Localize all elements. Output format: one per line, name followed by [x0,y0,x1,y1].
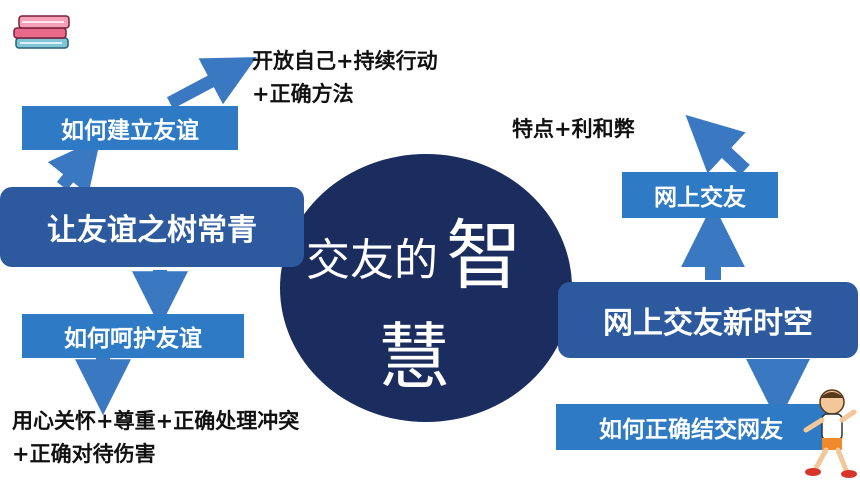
left-main-topic-box: 让友谊之树常青 [0,187,304,267]
protect-friendship-box: 如何呵护友谊 [22,314,244,358]
online-friends-note: 特点+利和弊 [512,117,635,141]
right-main-topic-box: 网上交友新时空 [558,282,858,358]
books-icon [13,15,70,49]
center-title-big-char: 智 [446,211,522,300]
build-friendship-box: 如何建立友谊 [22,106,238,150]
arrow-to-build [47,137,101,195]
center-title-line1: 交友的 [306,235,438,286]
running-kid-icon [803,389,857,478]
center-title-line2: 慧 [378,315,451,399]
build-friendship-note-line2: +正确方法 [252,82,354,106]
online-friends-how-box: 如何正确结交网友 [556,404,826,450]
protect-friendship-note-line2: +正确对待伤害 [12,442,156,466]
build-friendship-note-line1: 开放自己+持续行动 [252,49,438,73]
arrow-to-build-note [166,57,257,109]
arrow-to-online-note [685,114,750,176]
protect-friendship-note-line1: 用心关怀+尊重+正确处理冲突 [12,409,300,433]
online-friends-box: 网上交友 [622,172,778,218]
center-circle [280,154,572,422]
